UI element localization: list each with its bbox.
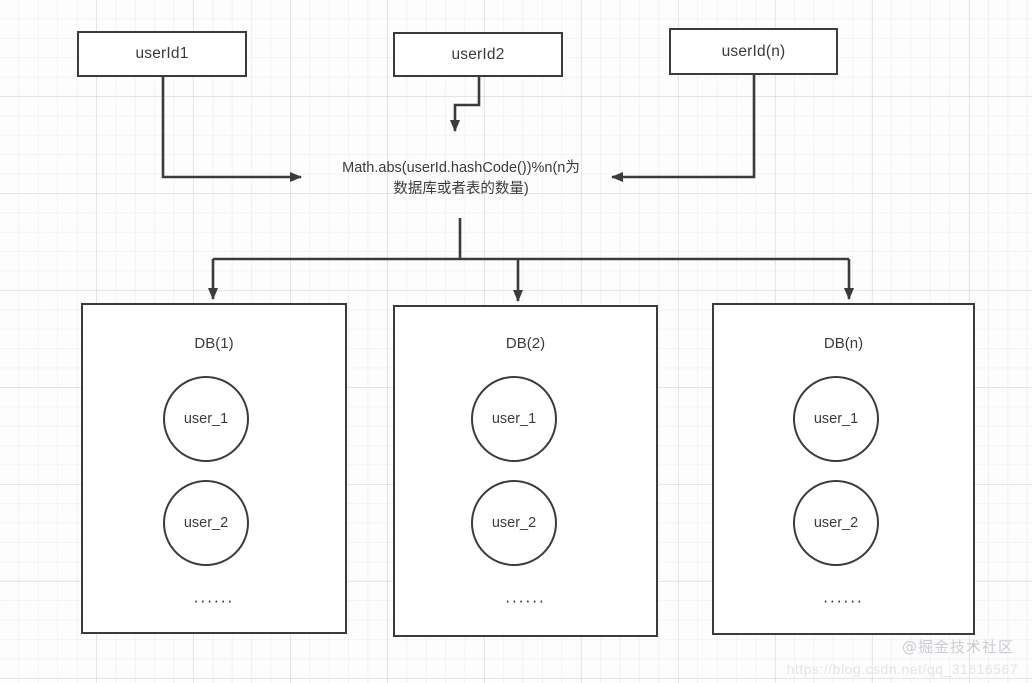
database-title-2: DB(2) — [505, 335, 546, 352]
user-circle-db2-user2[interactable]: user_2 — [471, 480, 557, 566]
hash-formula-label: Math.abs(userId.hashCode())%n(n为 数据库或者表的… — [311, 158, 611, 200]
user-circle-db1-user2[interactable]: user_2 — [163, 480, 249, 566]
source-label-userid1: userId1 — [135, 45, 189, 62]
user-circle-dbn-user1[interactable]: user_1 — [793, 376, 879, 462]
database-more-dots-n: ······ — [823, 593, 864, 611]
user-circle-label: user_2 — [813, 515, 859, 531]
user-circle-label: user_1 — [813, 411, 859, 427]
database-more-dots-2: ······ — [505, 593, 546, 611]
database-more-dots-1: ······ — [193, 593, 235, 611]
database-title-1: DB(1) — [194, 335, 234, 352]
database-box-n[interactable]: DB(n) user_1 user_2 ······ — [712, 303, 975, 635]
user-circle-db1-user1[interactable]: user_1 — [163, 376, 249, 462]
database-box-2[interactable]: DB(2) user_1 user_2 ······ — [393, 305, 658, 637]
url-watermark: https://blog.csdn.net/qq_31616567 — [786, 661, 1018, 677]
arrow-useridn-to-formula — [611, 75, 756, 182]
source-box-userid2[interactable]: userId2 — [393, 32, 563, 77]
user-circle-label: user_1 — [183, 411, 229, 427]
database-title-n: DB(n) — [823, 335, 864, 352]
user-circle-label: user_1 — [491, 411, 537, 427]
source-label-useridn: userId(n) — [721, 42, 786, 60]
hash-formula-line2: 数据库或者表的数量) — [393, 181, 529, 197]
user-circle-label: user_2 — [491, 515, 537, 531]
user-circle-dbn-user2[interactable]: user_2 — [793, 480, 879, 566]
user-circle-label: user_2 — [183, 515, 229, 531]
source-label-userid2: userId2 — [451, 45, 505, 63]
arrow-userid1-to-formula — [161, 77, 302, 182]
source-box-useridn[interactable]: userId(n) — [669, 28, 838, 75]
hash-formula-line1: Math.abs(userId.hashCode())%n(n为 — [342, 160, 580, 176]
brand-watermark: @掘金技术社区 — [901, 638, 1014, 656]
user-circle-db2-user1[interactable]: user_1 — [471, 376, 557, 462]
source-box-userid1[interactable]: userId1 — [77, 31, 247, 77]
arrow-userid2-to-formula — [450, 77, 481, 132]
database-box-1[interactable]: DB(1) user_1 user_2 ······ — [81, 303, 347, 634]
